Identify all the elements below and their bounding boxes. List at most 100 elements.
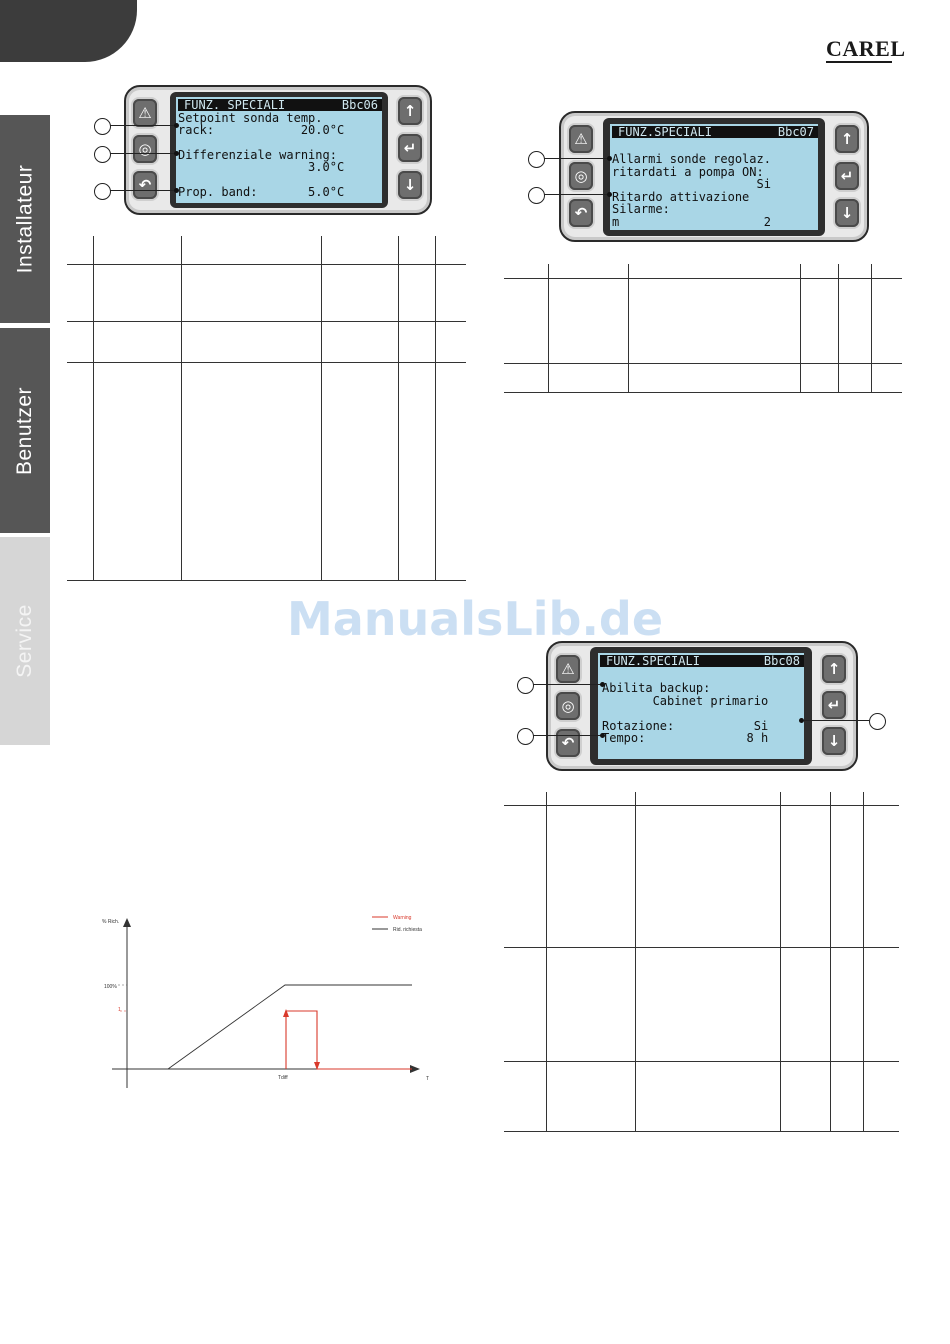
down-arrow-icon: ↓ xyxy=(827,732,841,750)
up-button[interactable]: ↑ xyxy=(835,125,859,153)
logo-underline xyxy=(826,61,892,63)
series-warning xyxy=(285,1010,412,1070)
alarm-icon: ⚠ xyxy=(574,130,588,148)
enter-button[interactable]: ↵ xyxy=(398,134,422,162)
x-axis-label: T xyxy=(426,1076,429,1082)
y-tick-label: 1 xyxy=(118,1007,121,1013)
esc-icon: ↶ xyxy=(561,734,575,752)
y-axis-arrow xyxy=(123,918,131,927)
alarm-button[interactable]: ⚠ xyxy=(133,99,157,127)
lcd-line: Silarme: xyxy=(612,202,670,216)
esc-button[interactable]: ↶ xyxy=(133,171,157,199)
callout-dot xyxy=(607,192,612,197)
prg-icon: ◎ xyxy=(138,140,152,158)
legend-label-warning: Warning xyxy=(393,915,412,921)
tab-service[interactable]: Service xyxy=(0,537,50,745)
callout-dot xyxy=(607,156,612,161)
callout-marker xyxy=(869,713,886,730)
callout-leader xyxy=(544,158,608,160)
enter-icon: ↵ xyxy=(840,167,854,185)
warning-arrow-up xyxy=(283,1009,289,1017)
up-button[interactable]: ↑ xyxy=(822,655,846,683)
callout-dot xyxy=(174,123,179,128)
down-arrow-icon: ↓ xyxy=(403,176,417,194)
lcd-line: Prop. band: 5.0°C xyxy=(178,185,345,199)
esc-button[interactable]: ↶ xyxy=(569,199,593,227)
enter-button[interactable]: ↵ xyxy=(822,691,846,719)
esc-button[interactable]: ↶ xyxy=(556,729,580,757)
prg-button[interactable]: ◎ xyxy=(133,135,157,163)
x-tick-label: Tdiff xyxy=(278,1075,288,1081)
callout-marker xyxy=(517,728,534,745)
alarm-button[interactable]: ⚠ xyxy=(556,655,580,683)
callout-leader xyxy=(110,190,176,192)
callout-leader xyxy=(804,720,869,722)
lcd-line: Tempo: 8 h xyxy=(602,731,769,745)
lcd-line: m 2 xyxy=(612,215,771,229)
down-arrow-icon: ↓ xyxy=(840,204,854,222)
carel-logo: CAREL xyxy=(826,36,906,61)
lcd-line: Si xyxy=(612,177,771,191)
esc-icon: ↶ xyxy=(574,204,588,222)
lcd-line: Cabinet primario xyxy=(602,694,769,708)
lcd-line: 3.0°C xyxy=(178,160,345,174)
series-rid-richiesta xyxy=(167,984,412,1070)
callout-leader xyxy=(533,735,601,737)
down-button[interactable]: ↓ xyxy=(822,727,846,755)
enter-button[interactable]: ↵ xyxy=(835,162,859,190)
lcd-line: ritardati a pompa ON: xyxy=(612,165,764,179)
alarm-icon: ⚠ xyxy=(138,104,152,122)
lcd-line: Differenziale warning: xyxy=(178,148,337,162)
prg-icon: ◎ xyxy=(574,167,588,185)
tab-installateur[interactable]: Installateur xyxy=(0,115,50,323)
lcd-line: Setpoint sonda temp. xyxy=(178,111,323,125)
up-button[interactable]: ↑ xyxy=(398,97,422,125)
down-button[interactable]: ↓ xyxy=(835,199,859,227)
lcd-line: Ritardo attivazione xyxy=(612,190,750,204)
y-tick-label: 100% xyxy=(104,984,117,990)
prg-button[interactable]: ◎ xyxy=(556,692,580,720)
lcd-line: Rotazione: Si xyxy=(602,719,769,733)
warning-arrow-down xyxy=(314,1062,320,1070)
enter-icon: ↵ xyxy=(403,139,417,157)
esc-icon: ↶ xyxy=(138,176,152,194)
up-arrow-icon: ↑ xyxy=(827,660,841,678)
callout-leader xyxy=(110,125,176,127)
enter-icon: ↵ xyxy=(827,696,841,714)
callout-marker xyxy=(94,118,111,135)
legend-label-rid: Rid. richiesta xyxy=(393,927,422,933)
callout-leader xyxy=(544,194,608,196)
alarm-button[interactable]: ⚠ xyxy=(569,125,593,153)
callout-marker xyxy=(528,151,545,168)
down-button[interactable]: ↓ xyxy=(398,171,422,199)
up-arrow-icon: ↑ xyxy=(403,102,417,120)
lcd-line: Abilita backup: xyxy=(602,681,711,695)
callout-marker xyxy=(517,677,534,694)
callout-marker xyxy=(94,183,111,200)
watermark: ManualsLib.de xyxy=(286,592,664,646)
callout-marker xyxy=(528,187,545,204)
callout-leader xyxy=(533,684,601,686)
callout-dot xyxy=(174,151,179,156)
warning-chart: % Rich. T 100% 1 Tdiff Warning Rid. rich… xyxy=(102,915,429,1088)
alarm-icon: ⚠ xyxy=(561,660,575,678)
tab-benutzer[interactable]: Benutzer xyxy=(0,328,50,533)
lcd-line: Allarmi sonde regolaz. xyxy=(612,152,771,166)
prg-icon: ◎ xyxy=(561,697,575,715)
x-axis-arrow xyxy=(410,1065,420,1073)
callout-dot xyxy=(600,733,605,738)
callout-leader xyxy=(110,153,176,155)
corner-tab xyxy=(0,0,137,62)
callout-dot xyxy=(799,718,804,723)
callout-dot xyxy=(600,682,605,687)
prg-button[interactable]: ◎ xyxy=(569,162,593,190)
